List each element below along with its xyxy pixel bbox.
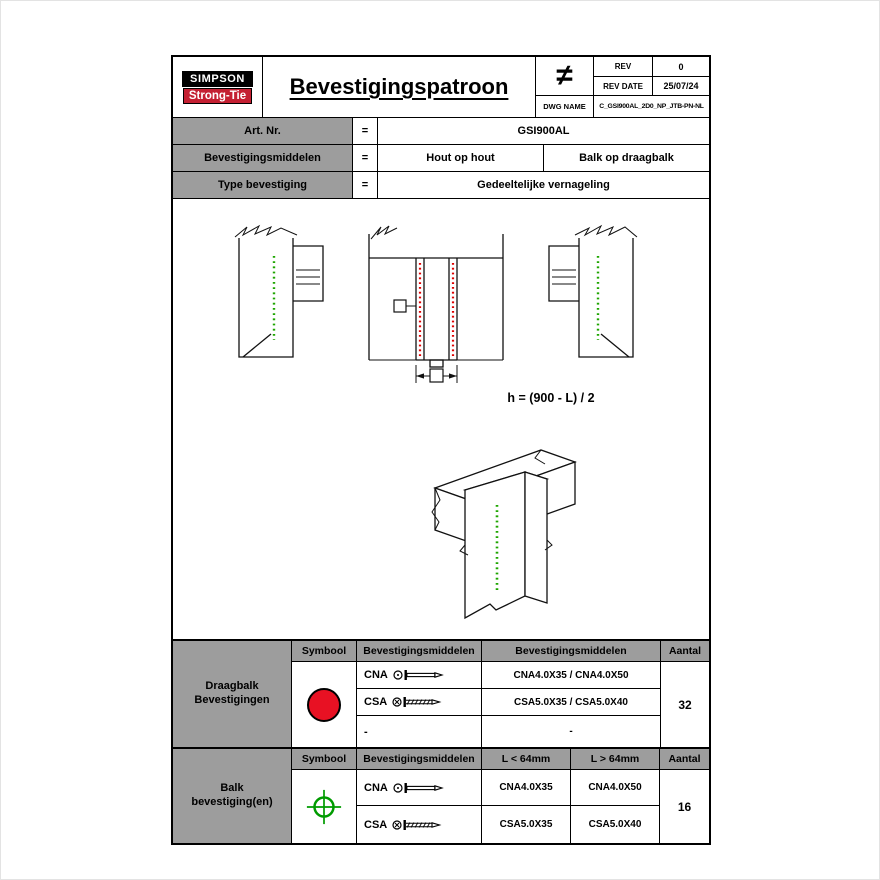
fastener-type-cell: CSA	[357, 689, 481, 715]
fastener-spec-short: CNA4.0X35	[482, 770, 570, 805]
col-header-aantal: Aantal	[660, 749, 709, 769]
draagbalk-symbol-cell	[292, 662, 356, 747]
col-header-l-short: L < 64mm	[482, 749, 570, 769]
fastener-type-label: CNA	[364, 781, 388, 794]
draagbalk-fastener-table: Draagbalk Bevestigingen Symbool Bevestig…	[173, 641, 709, 747]
side-view-right	[548, 224, 638, 358]
logo-strongtie-text: Strong-Tie	[182, 87, 253, 104]
fasteners-value-1: Hout op hout	[378, 145, 543, 171]
red-circle-symbol	[307, 687, 341, 722]
rev-date-label: REV DATE	[594, 77, 652, 95]
green-crosshair-symbol	[306, 789, 342, 824]
isometric-view	[431, 449, 577, 620]
balk-row-label: Balk bevestiging(en)	[173, 749, 291, 843]
logo-simpson-text: SIMPSON	[182, 70, 253, 87]
nail-icon	[393, 782, 444, 793]
rev-date-value: 25/07/24	[653, 77, 709, 95]
drawing-sheet: SIMPSON Strong-Tie Bevestigingspatroon ≠…	[171, 55, 711, 845]
not-equal-symbol: ≠	[536, 57, 593, 95]
drawing-area: h = (900 - L) / 2	[173, 199, 709, 641]
fastener-type-label: CSA	[364, 818, 388, 831]
balk-aantal-value: 16	[660, 770, 709, 843]
fastener-type-cell: CNA	[357, 770, 481, 805]
fastener-spec-cell: CNA4.0X35 / CNA4.0X50	[482, 662, 660, 688]
col-header-l-long: L > 64mm	[571, 749, 659, 769]
side-view-left	[234, 224, 324, 358]
info-table: Art. Nr. = GSI900AL Bevestigingsmiddelen…	[173, 118, 709, 199]
fastener-type-cell: -	[357, 716, 481, 747]
fastener-type-label: CSA	[364, 696, 388, 708]
fastener-spec-cell: -	[482, 716, 660, 747]
fastener-spec-long: CNA4.0X50	[571, 770, 659, 805]
type-equals: =	[353, 172, 377, 198]
fasteners-label: Bevestigingsmiddelen	[173, 145, 352, 171]
rev-value: 0	[653, 57, 709, 76]
fasteners-equals: =	[353, 145, 377, 171]
dwg-name-label: DWG NAME	[536, 96, 593, 117]
col-header-symbool: Symbool	[292, 641, 356, 661]
col-header-spec: Bevestigingsmiddelen	[482, 641, 660, 661]
col-header-type: Bevestigingsmiddelen	[357, 641, 481, 661]
type-label: Type bevestiging	[173, 172, 352, 198]
fasteners-value-2: Balk op draagbalk	[544, 145, 709, 171]
draagbalk-row-label: Draagbalk Bevestigingen	[173, 641, 291, 747]
col-header-symbool: Symbool	[292, 749, 356, 769]
type-value: Gedeeltelijke vernageling	[378, 172, 709, 198]
nail-icon	[393, 670, 444, 680]
fastener-spec-cell: CSA5.0X35 / CSA5.0X40	[482, 689, 660, 715]
dimension-marker-side	[393, 299, 407, 313]
height-formula: h = (900 - L) / 2	[507, 391, 594, 405]
col-header-aantal: Aantal	[661, 641, 709, 661]
art-nr-equals: =	[353, 118, 377, 144]
col-header-type: Bevestigingsmiddelen	[357, 749, 481, 769]
screw-icon	[392, 819, 442, 830]
title-block: SIMPSON Strong-Tie Bevestigingspatroon ≠…	[173, 57, 709, 118]
balk-fastener-table: Balk bevestiging(en) Symbool Bevestiging…	[173, 747, 709, 843]
sheet-title: Bevestigingspatroon	[263, 57, 535, 117]
dwg-name-value: C_GSI900AL_2D0_NP_JTB-PN-NL	[594, 96, 709, 117]
balk-symbol-cell	[292, 770, 356, 843]
technical-drawing: h = (900 - L) / 2	[234, 224, 638, 620]
art-nr-label: Art. Nr.	[173, 118, 352, 144]
fastener-type-cell: CSA	[357, 806, 481, 843]
rev-label: REV	[594, 57, 652, 76]
front-view-center	[368, 225, 504, 383]
simpson-strongtie-logo: SIMPSON Strong-Tie	[173, 57, 262, 117]
fastener-spec-long: CSA5.0X40	[571, 806, 659, 843]
draagbalk-aantal-value: 32	[661, 662, 709, 747]
art-nr-value: GSI900AL	[378, 118, 709, 144]
dimension-marker-bottom	[429, 368, 444, 383]
fastener-spec-short: CSA5.0X35	[482, 806, 570, 843]
fastener-type-cell: CNA	[357, 662, 481, 688]
screw-icon	[392, 697, 442, 707]
fastener-type-label: CNA	[364, 669, 388, 681]
